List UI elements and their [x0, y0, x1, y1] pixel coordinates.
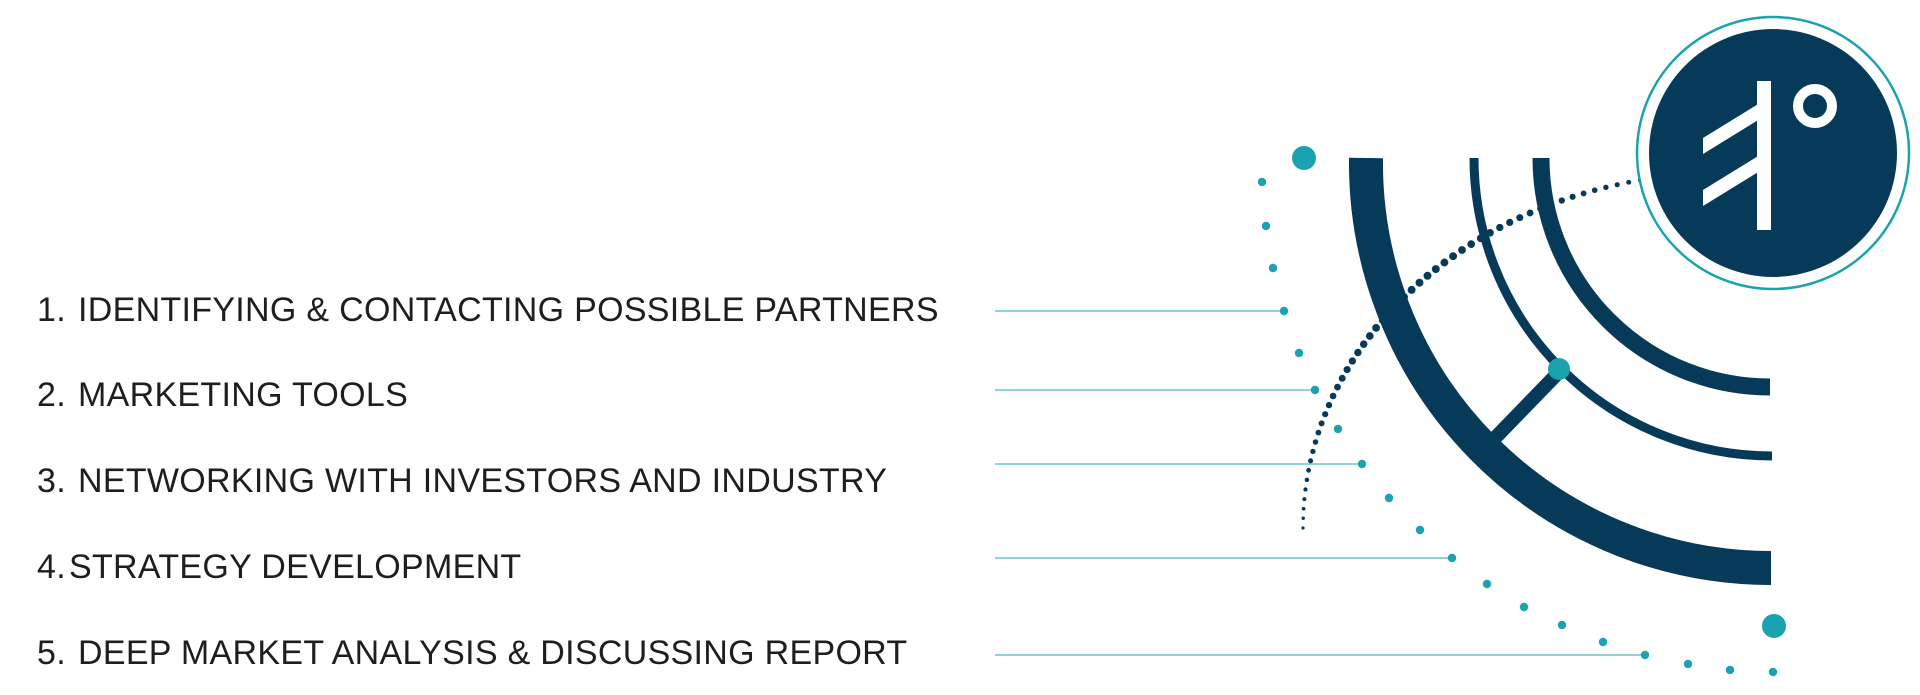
- teal-dot: [1268, 263, 1278, 273]
- step-1-label: IDENTIFYING & CONTACTING POSSIBLE PARTNE…: [78, 290, 939, 329]
- navy-dot: [1325, 401, 1333, 409]
- navy-dot: [1467, 240, 1476, 248]
- navy-dot: [1310, 448, 1316, 455]
- navy-dot: [1486, 229, 1494, 237]
- step-1: 1. IDENTIFYING & CONTACTING POSSIBLE PAR…: [0, 285, 939, 335]
- step-4-number: 4.: [37, 547, 66, 586]
- navy-dot: [1603, 184, 1609, 191]
- arc-node: [1548, 358, 1570, 380]
- navy-dot: [1304, 477, 1310, 483]
- navy-dot: [1537, 205, 1544, 212]
- teal-dot: [1447, 553, 1457, 563]
- teal-dot: [1683, 659, 1693, 669]
- navy-dot: [1348, 357, 1357, 365]
- end-node: [1762, 614, 1786, 638]
- navy-dot: [1458, 246, 1466, 254]
- degree-logo-icon: [1635, 15, 1911, 291]
- navy-dot: [1322, 411, 1329, 418]
- step-2-number: 2.: [37, 375, 66, 414]
- teal-dot: [1384, 493, 1394, 503]
- step-3-label: NETWORKING WITH INVESTORS AND INDUSTRY: [78, 461, 888, 500]
- navy-dot: [1378, 316, 1387, 324]
- navy-dot: [1359, 340, 1368, 348]
- teal-dot: [1640, 650, 1650, 660]
- teal-dot: [1294, 348, 1304, 358]
- step-1-number: 1.: [37, 290, 66, 329]
- navy-dot: [1516, 214, 1524, 222]
- navy-dot: [1407, 285, 1416, 294]
- navy-dot: [1385, 308, 1394, 317]
- navy-dot: [1476, 234, 1485, 243]
- navy-dot: [1338, 374, 1346, 382]
- teal-dot: [1333, 424, 1343, 434]
- connector-lines: [995, 310, 1645, 656]
- step-4: 4. STRATEGY DEVELOPMENT: [0, 542, 522, 592]
- navy-dot: [1423, 271, 1432, 280]
- navy-dot: [1392, 300, 1401, 309]
- navy-dot: [1308, 458, 1314, 464]
- navy-dot: [1303, 487, 1308, 492]
- navy-dot: [1354, 348, 1362, 357]
- step-2-label: MARKETING TOOLS: [78, 375, 409, 414]
- navy-dot: [1343, 366, 1351, 374]
- navy-dot: [1312, 439, 1319, 445]
- start-node: [1292, 146, 1316, 170]
- navy-dot: [1558, 197, 1565, 204]
- navy-dot: [1400, 293, 1408, 302]
- navy-dot: [1372, 324, 1380, 332]
- teal-dot: [1557, 620, 1567, 630]
- thick-arc: [1348, 157, 1772, 585]
- navy-dot: [1329, 392, 1337, 400]
- teal-dot: [1519, 602, 1529, 612]
- navy-dot: [1580, 190, 1587, 197]
- navy-dot: [1569, 193, 1576, 200]
- navy-dot: [1365, 332, 1374, 340]
- navy-dot: [1301, 526, 1305, 530]
- step-5-label: DEEP MARKET ANALYSIS & DISCUSSING REPORT: [78, 633, 908, 672]
- navy-dot: [1431, 265, 1440, 274]
- navy-dot: [1440, 258, 1449, 267]
- step-5: 5. DEEP MARKET ANALYSIS & DISCUSSING REP…: [0, 628, 908, 678]
- teal-dot-trail: [1257, 177, 1778, 677]
- teal-dot: [1725, 665, 1735, 675]
- teal-dot: [1415, 525, 1425, 535]
- step-5-number: 5.: [37, 633, 66, 672]
- radial-bar: [1490, 367, 1565, 442]
- step-4-label: STRATEGY DEVELOPMENT: [69, 547, 522, 586]
- navy-dot: [1614, 182, 1620, 188]
- navy-dot: [1415, 278, 1424, 287]
- step-3: 3. NETWORKING WITH INVESTORS AND INDUSTR…: [0, 456, 887, 506]
- step-3-number: 3.: [37, 461, 66, 500]
- navy-dot: [1626, 179, 1632, 185]
- teal-dot: [1482, 579, 1492, 589]
- navy-dot: [1302, 497, 1307, 502]
- medium-arc: [1532, 157, 1771, 396]
- teal-dot: [1768, 667, 1778, 677]
- step-2: 2. MARKETING TOOLS: [0, 370, 408, 420]
- teal-dot: [1279, 306, 1289, 316]
- navy-dot: [1449, 252, 1458, 261]
- navy-dot: [1306, 467, 1311, 473]
- navy-dot: [1334, 383, 1341, 391]
- navy-dot: [1301, 506, 1306, 511]
- navy-dot: [1547, 201, 1555, 208]
- navy-dot: [1496, 223, 1504, 232]
- navy-dot: [1301, 516, 1305, 521]
- navy-dot: [1506, 218, 1514, 226]
- teal-dot: [1310, 385, 1320, 395]
- teal-dot: [1261, 221, 1271, 231]
- teal-dot: [1357, 459, 1367, 469]
- navy-dot: [1526, 209, 1534, 217]
- navy-dot: [1318, 420, 1325, 427]
- navy-dot: [1315, 429, 1322, 436]
- navy-dot: [1591, 187, 1598, 194]
- teal-dot: [1598, 637, 1608, 647]
- teal-dot: [1257, 177, 1267, 187]
